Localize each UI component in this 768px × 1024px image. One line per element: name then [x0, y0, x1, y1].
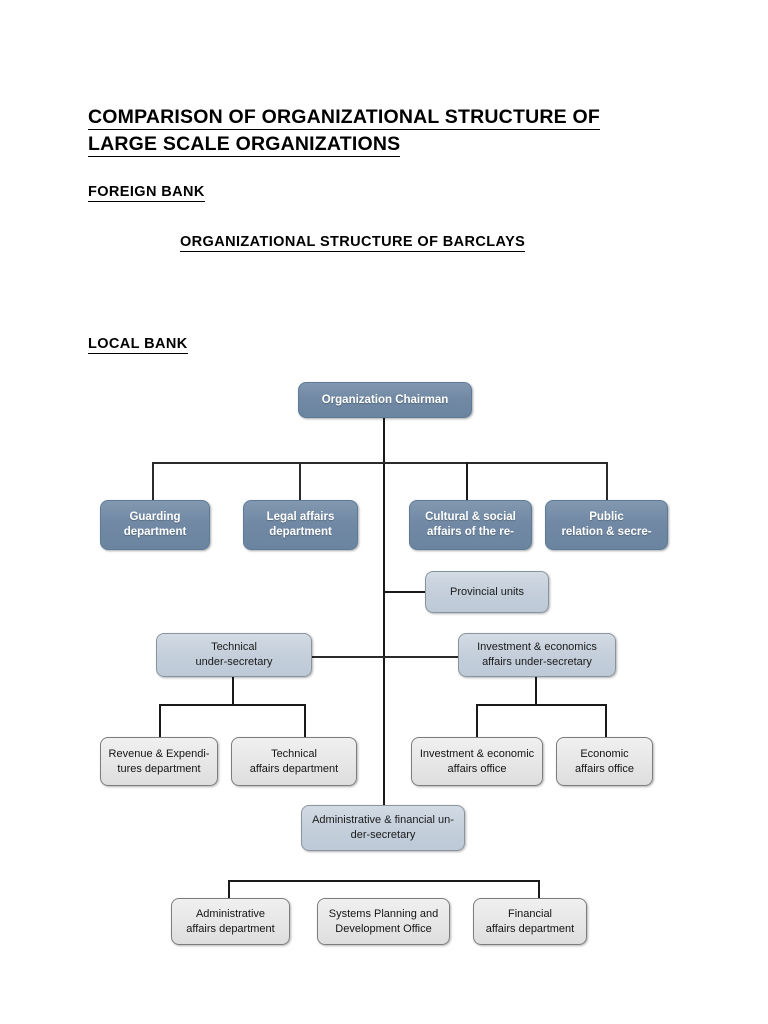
connector-drop-public: [606, 462, 608, 500]
connector-bus-investment: [476, 704, 607, 706]
section-heading-local-bank: LOCAL BANK: [88, 336, 188, 354]
connector-drop-economic-office: [605, 704, 607, 737]
page-title: COMPARISON OF ORGANIZATIONAL STRUCTURE O…: [88, 104, 688, 158]
section-heading-foreign-bank: FOREIGN BANK: [88, 184, 205, 202]
node-revenue-expenditures-department[interactable]: Revenue & Expendi-tures department: [100, 737, 218, 786]
connector-drop-technical-dept: [304, 704, 306, 737]
connector-bus-technical: [159, 704, 306, 706]
page-title-line1: COMPARISON OF ORGANIZATIONAL STRUCTURE O…: [88, 106, 600, 130]
connector-drop-guarding: [152, 462, 154, 500]
connector-drop-legal: [299, 462, 301, 500]
connector-drop-technical-us: [232, 676, 234, 704]
node-chairman[interactable]: Organization Chairman: [298, 382, 472, 418]
connector-bus-level1: [152, 462, 608, 464]
node-administrative-financial-under-secretary[interactable]: Administrative & financial un-der-secret…: [301, 805, 465, 851]
connector-drop-investment-us: [535, 676, 537, 704]
connector-bus-admin: [228, 880, 540, 882]
node-provincial-units[interactable]: Provincial units: [425, 571, 549, 613]
connector-drop-financial-dept: [538, 880, 540, 899]
node-revenue-expenditures-department-label: Revenue & Expendi-tures department: [108, 747, 210, 775]
connector-drop-cultural: [466, 462, 468, 500]
page-title-line2: LARGE SCALE ORGANIZATIONS: [88, 133, 401, 157]
node-chairman-label: Organization Chairman: [321, 393, 449, 406]
node-provincial-units-label: Provincial units: [450, 585, 524, 598]
connector-branch-provincial: [383, 591, 425, 593]
connector-trunk-main: [383, 418, 385, 810]
connector-drop-invest-office: [476, 704, 478, 737]
node-administrative-financial-under-secretary-label: Administrative & financial un-der-secret…: [312, 814, 454, 841]
connector-branch-undersecretaries: [311, 656, 459, 658]
section-heading-barclays: ORGANIZATIONAL STRUCTURE OF BARCLAYS: [180, 234, 526, 252]
connector-drop-revenue: [159, 704, 161, 737]
connector-drop-admin-dept: [228, 880, 230, 899]
